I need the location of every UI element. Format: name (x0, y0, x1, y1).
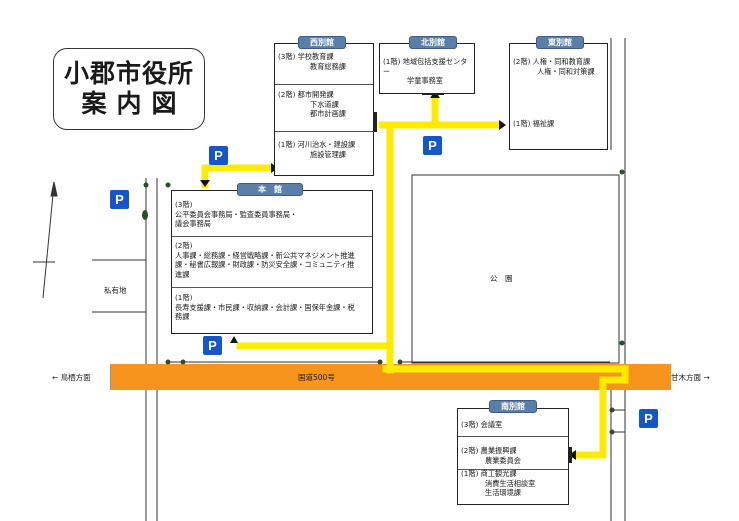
minami-floor-1: (1階) 商工観光課 消費生活相談室 生活環境課 (458, 469, 568, 498)
text-line: 議会事務局 (175, 219, 211, 228)
building-name-higashi: 東別館 (536, 36, 584, 49)
text-line: (2階) 農業振興課 (461, 446, 517, 455)
text-line: 生活環境課 (485, 488, 521, 497)
floor-divider (275, 131, 373, 132)
text-line: (1階) 河川治水・建設課 (278, 140, 356, 149)
text-line: 施設管理課 (310, 149, 346, 159)
floor-divider (172, 236, 372, 237)
honkan-floor-1: (1階) 長寿支援課・市民課・収納課・会計課・国保年金課・税 務課 (172, 293, 372, 322)
building-name-nishi: 西別館 (298, 36, 346, 49)
walkways (201, 92, 629, 459)
left-direction-label: ← 鳥栖方面 (52, 373, 91, 382)
text-line: (1階) 商工観光課 (461, 469, 517, 478)
building-higashi: (2階) 人権・同和教育課 人権・同和対策課 (1階) 福祉課 (509, 43, 608, 150)
building-kita: (1階) 地域包括支援センター 学童事務室 (379, 43, 475, 94)
minami-floor-3: (3階) 会議室 (458, 420, 568, 430)
text-line: 都市計画課 (310, 109, 346, 118)
text-line: 下水道課 (310, 99, 339, 109)
text-line: 長寿支援課・市民課・収納課・会計課・国保年金課・税 (175, 302, 355, 312)
text-line: (2階) 人権・同和教育課 (513, 57, 591, 66)
text-line: 人事課・総務課・経営戦略課・新公共マネジメント推進 (175, 250, 355, 260)
text-line: (3階) (175, 200, 193, 209)
building-minami: (3階) 会議室 (2階) 農業振興課 農業委員会 (1階) 商工観光課 消費生… (457, 408, 569, 505)
text-line: 進課 (175, 269, 190, 279)
kita-floor-1: (1階) 地域包括支援センター 学童事務室 (380, 57, 474, 86)
parking-badge: P (110, 190, 129, 209)
text-line: 公平委員会事務局・監査委員事務局・ (175, 209, 298, 219)
building-honkan: (3階) 公平委員会事務局・監査委員事務局・ 議会事務局 (2階) 人事課・総務… (171, 190, 373, 334)
floor-divider (275, 84, 373, 85)
right-direction-label: 甘木方面 → (671, 373, 710, 382)
text-line: 課・秘書広報課・財政課・防災安全課・コミュニティ推 (175, 260, 355, 269)
floor-divider (458, 436, 568, 437)
text-line: 教育総務課 (310, 61, 346, 71)
nishi-floor-2: (2階) 都市開発課 下水道課 都市計画課 (275, 90, 373, 119)
text-line: (1階) 地域包括支援センター (383, 57, 468, 76)
honkan-floor-3: (3階) 公平委員会事務局・監査委員事務局・ 議会事務局 (172, 200, 372, 229)
text-line: 消費生活相談室 (485, 478, 536, 488)
trees (142, 169, 625, 435)
parking-badge: P (203, 336, 222, 355)
text-line: (2階) 都市開発課 (278, 90, 334, 99)
floor-divider (172, 287, 372, 288)
text-line: (3階) 学校教育課 (278, 52, 334, 61)
higashi-floor-1: (1階) 福祉課 (510, 119, 607, 129)
map-title: 小郡市役所 案内図 (53, 48, 205, 130)
title-line-1: 小郡市役所 (63, 59, 194, 88)
building-name-kita: 北別館 (409, 36, 457, 49)
road-name-label: 国道500号 (298, 373, 335, 382)
honkan-floor-2: (2階) 人事課・総務課・経営戦略課・新公共マネジメント推進 課・秘書広報課・財… (172, 241, 372, 279)
parking-badge: P (423, 136, 442, 155)
text-line: 務課 (175, 312, 190, 321)
text-line: (3階) 会議室 (461, 420, 503, 429)
text-line: 農業委員会 (485, 455, 521, 465)
park-label: 公 園 (490, 274, 513, 283)
building-name-honkan: 本 館 (237, 183, 303, 196)
higashi-floor-2: (2階) 人権・同和教育課 人権・同和対策課 (510, 57, 607, 76)
building-nishi: (3階) 学校教育課 教育総務課 (2階) 都市開発課 下水道課 都市計画課 (… (274, 43, 374, 176)
text-line: (1階) 福祉課 (513, 119, 555, 128)
nishi-floor-3: (3階) 学校教育課 教育総務課 (275, 52, 373, 71)
text-line: 学童事務室 (407, 76, 443, 85)
text-line: 人権・同和対策課 (537, 66, 595, 76)
floor-divider (458, 469, 568, 470)
parking-badge: P (209, 146, 228, 165)
building-name-minami: 南別館 (489, 400, 537, 413)
parking-badge: P (639, 409, 658, 428)
park-outline (411, 174, 620, 364)
title-line-2: 案内図 (81, 89, 187, 118)
nishi-floor-1: (1階) 河川治水・建設課 施設管理課 (275, 140, 373, 159)
private-land-label: 私有地 (104, 286, 127, 295)
minami-floor-2: (2階) 農業振興課 農業委員会 (458, 446, 568, 465)
text-line: (1階) (175, 293, 193, 302)
text-line: (2階) (175, 241, 193, 250)
north-arrow (33, 181, 58, 299)
